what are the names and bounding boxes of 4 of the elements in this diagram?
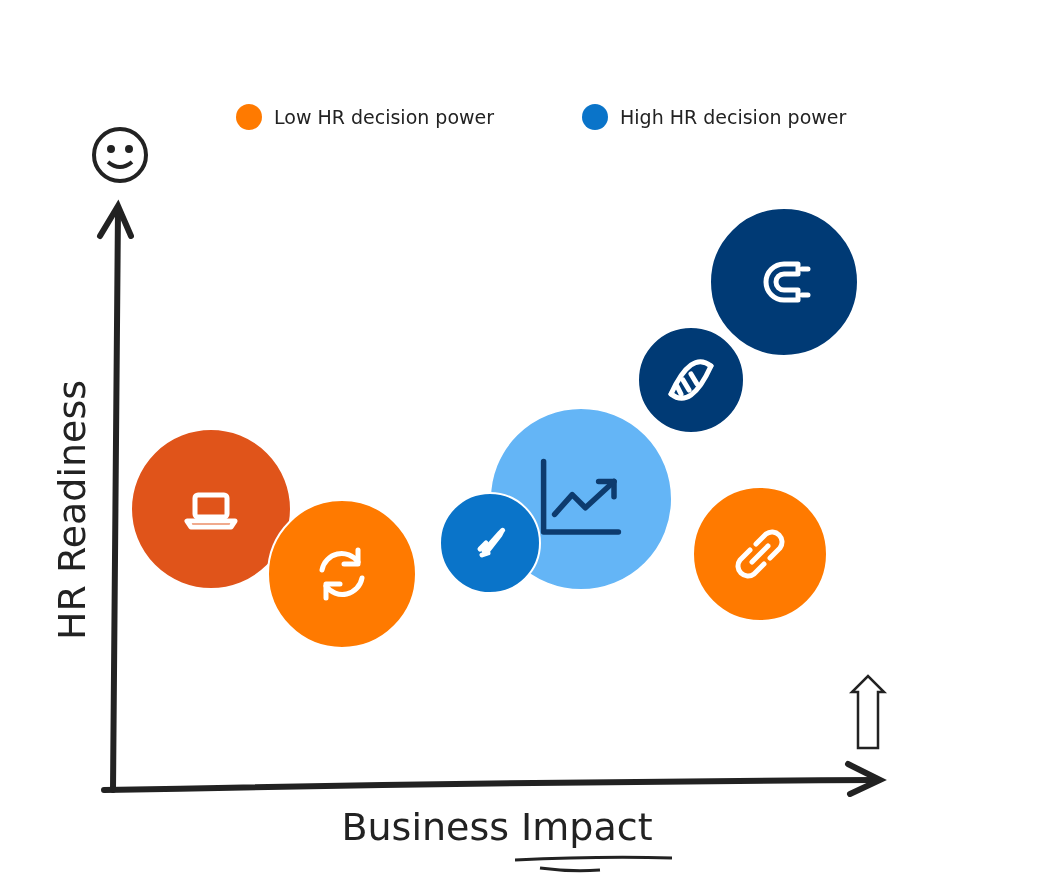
y-axis-label: HR Readiness [50,379,94,641]
legend-label: Low HR decision power [274,106,495,128]
legend-label: High HR decision power [620,106,847,128]
x-axis-label: Business Impact [341,805,653,849]
